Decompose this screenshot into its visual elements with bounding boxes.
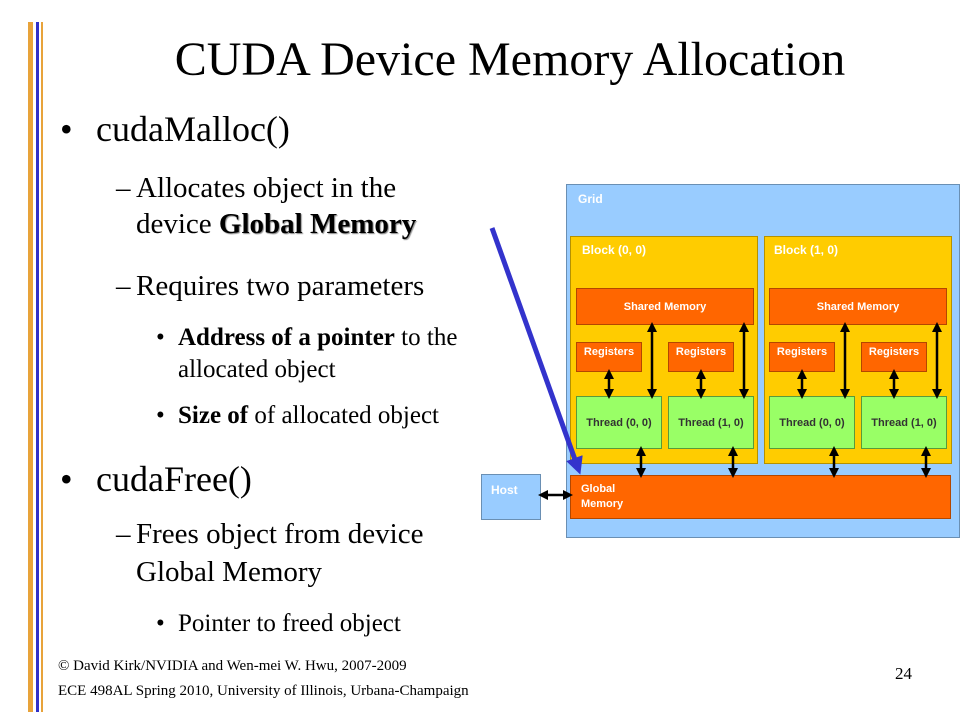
sub-text: Global Memory bbox=[136, 556, 323, 588]
bullet-glyph: • bbox=[156, 610, 165, 637]
point-text: of allocated object bbox=[254, 402, 440, 429]
global-memory-label: Global bbox=[581, 483, 616, 495]
point-size: • Size of of allocated object bbox=[156, 402, 440, 430]
shared-memory: Shared Memory bbox=[576, 288, 754, 325]
bullet-cudamalloc: • cudaMalloc() bbox=[60, 108, 290, 150]
bullet-label: cudaMalloc() bbox=[96, 109, 290, 149]
registers: Registers bbox=[769, 342, 835, 372]
accent-bar-orange-thin bbox=[41, 22, 43, 712]
shared-memory: Shared Memory bbox=[769, 288, 947, 325]
block-label: Block (1, 0) bbox=[774, 243, 839, 257]
sub-text: Allocates object in the bbox=[136, 172, 397, 204]
sub-frees: – Frees object from device Global Memory bbox=[116, 515, 424, 591]
host-box: Host bbox=[481, 474, 541, 520]
dash-glyph: – bbox=[116, 518, 131, 550]
point-bold: Address of a pointer bbox=[178, 324, 395, 351]
thread: Thread (0, 0) bbox=[769, 396, 855, 449]
point-bold: Size of bbox=[178, 402, 249, 429]
footer-course: ECE 498AL Spring 2010, University of Ill… bbox=[58, 683, 469, 699]
page-number: 24 bbox=[895, 664, 912, 683]
sub-text: Requires two parameters bbox=[136, 270, 425, 302]
thread: Thread (1, 0) bbox=[861, 396, 947, 449]
slide-title: CUDA Device Memory Allocation bbox=[174, 33, 846, 86]
bullet-glyph: • bbox=[60, 459, 73, 499]
bullet-label: cudaFree() bbox=[96, 459, 252, 499]
global-memory-highlight: Global Memory bbox=[218, 208, 417, 240]
block-label: Block (0, 0) bbox=[582, 243, 647, 257]
sub-allocates: – Allocates object in the device Global … bbox=[116, 170, 417, 242]
footer-copyright: © David Kirk/NVIDIA and Wen-mei W. Hwu, … bbox=[58, 658, 407, 674]
bullet-glyph: • bbox=[156, 324, 165, 351]
bullet-glyph: • bbox=[60, 109, 73, 149]
global-memory-box: Global Memory bbox=[570, 475, 951, 519]
point-text: allocated object bbox=[178, 356, 336, 383]
point-address: • Address of a pointer to the allocated … bbox=[156, 322, 458, 386]
pointer-arrow bbox=[489, 227, 583, 475]
grid-label: Grid bbox=[578, 192, 603, 206]
accent-bar-blue bbox=[36, 22, 39, 712]
thread: Thread (1, 0) bbox=[668, 396, 754, 449]
host-label: Host bbox=[491, 483, 518, 497]
dash-glyph: – bbox=[116, 172, 131, 204]
point-text: to the bbox=[401, 324, 458, 351]
point-text: Pointer to freed object bbox=[178, 610, 401, 637]
sub-requires: – Requires two parameters bbox=[116, 270, 425, 303]
bullet-glyph: • bbox=[156, 402, 165, 429]
global-memory-label: Memory bbox=[581, 498, 624, 510]
thread: Thread (0, 0) bbox=[576, 396, 662, 449]
sub-text: Frees object from device bbox=[136, 518, 424, 550]
bullet-cudafree: • cudaFree() bbox=[60, 458, 252, 500]
point-pointer: • Pointer to freed object bbox=[156, 610, 401, 638]
accent-bar-orange bbox=[28, 22, 33, 712]
sub-text: device bbox=[136, 208, 212, 240]
dash-glyph: – bbox=[116, 270, 131, 302]
